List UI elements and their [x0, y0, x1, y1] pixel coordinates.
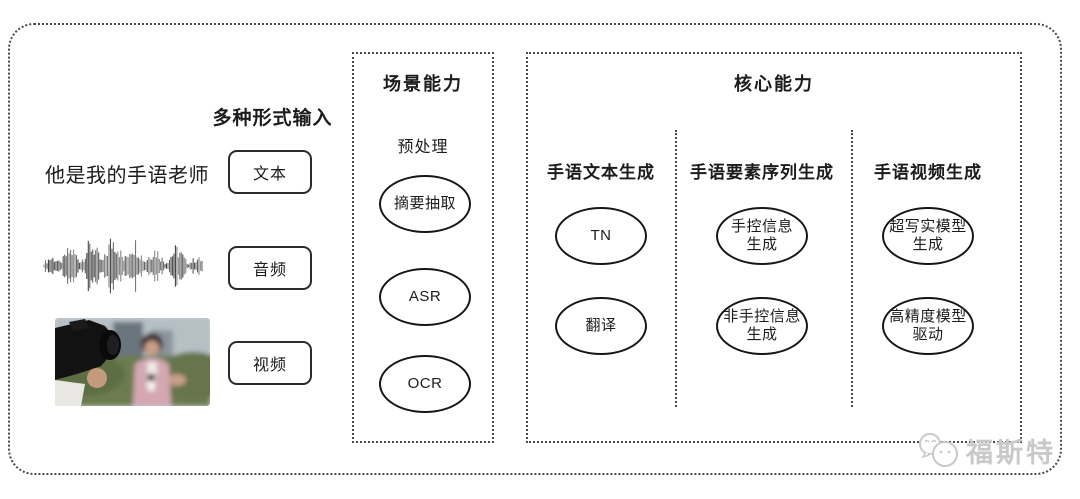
node-tn: TN: [555, 207, 647, 265]
node-ocr: OCR: [379, 355, 471, 413]
column-header-sign-video: 手语视频生成: [874, 163, 982, 182]
outer-dotted-border: [8, 23, 1062, 475]
scene-capability-box: 场景能力 预处理 摘要抽取 ASR OCR: [352, 52, 494, 443]
node-manual-info-generation: 手控信息 生成: [716, 207, 808, 265]
input-type-text: 文本: [228, 150, 312, 194]
chat-faces-icon: [919, 433, 958, 467]
watermark-text: 福斯特: [966, 437, 1056, 468]
core-box-title: 核心能力: [734, 74, 814, 94]
watermark: 福斯特: [916, 430, 1056, 470]
node-high-precision-model-driving: 高精度模型 驱动: [882, 297, 974, 355]
column-divider: [675, 130, 677, 407]
preprocess-label: 预处理: [397, 139, 449, 156]
column-header-sign-elements: 手语要素序列生成: [690, 163, 834, 182]
node-summary-extraction: 摘要抽取: [379, 175, 471, 233]
column-header-sign-text: 手语文本生成: [547, 163, 655, 182]
input-type-audio: 音频: [228, 246, 312, 290]
core-capability-box: 核心能力 手语文本生成 手语要素序列生成 手语视频生成 TN 翻译 手控信息 生…: [526, 52, 1022, 443]
node-translation: 翻译: [555, 297, 647, 355]
node-hyperrealistic-model-generation: 超写实模型 生成: [882, 207, 974, 265]
sample-input-text: 他是我的手语老师: [45, 165, 209, 187]
input-section-title: 多种形式输入: [212, 108, 333, 129]
reporter-photo: [55, 318, 210, 406]
column-divider: [851, 130, 853, 407]
node-asr: ASR: [379, 268, 471, 326]
audio-waveform-icon: [43, 238, 203, 294]
node-non-manual-info-generation: 非手控信息 生成: [716, 297, 808, 355]
input-type-video: 视频: [228, 341, 312, 385]
scene-box-title: 场景能力: [383, 74, 463, 94]
